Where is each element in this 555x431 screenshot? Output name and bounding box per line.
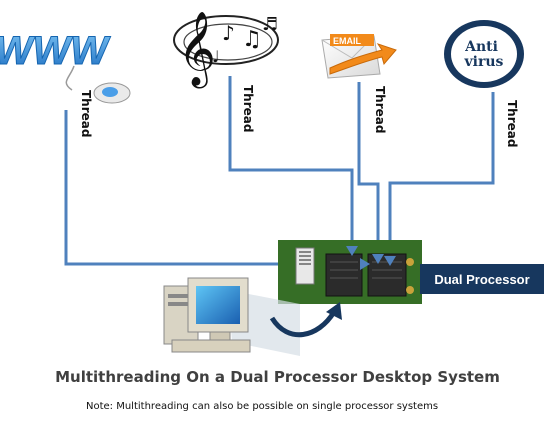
footnote: Note: Multithreading can also be possibl… <box>86 401 439 412</box>
thread-line-antivirus <box>388 92 495 258</box>
thread-label-antivirus: Thread <box>505 100 519 148</box>
thread-label-music: Thread <box>241 85 255 133</box>
www-logo-text: WWW <box>0 28 112 73</box>
curved-arrow <box>269 302 342 338</box>
thread-arrowheads <box>346 246 396 270</box>
music-notes-icon: 𝄞 ♪ ♫ ♬ ♩ <box>173 12 279 89</box>
thread-line-email <box>357 82 380 256</box>
antivirus-icon: Anti virus <box>444 20 524 88</box>
www-icon: WWW <box>0 28 131 104</box>
thread-line-www <box>64 110 370 266</box>
svg-text:♩: ♩ <box>212 47 220 66</box>
thread-label-email: Thread <box>373 86 387 134</box>
diagram-title: Multithreading On a Dual Processor Deskt… <box>55 368 500 386</box>
email-logo-text: EMAIL <box>333 36 362 46</box>
email-icon: EMAIL <box>321 34 397 79</box>
svg-text:♪: ♪ <box>222 21 235 45</box>
svg-text:♬: ♬ <box>262 14 278 35</box>
antivirus-logo-text: Anti virus <box>464 39 504 70</box>
thread-line-music <box>228 76 354 248</box>
thread-label-www: Thread <box>79 90 93 138</box>
desktop-computer-icon <box>163 277 300 356</box>
thread-lines <box>64 76 495 266</box>
svg-text:♫: ♫ <box>242 27 262 52</box>
svg-text:𝄞: 𝄞 <box>178 12 216 89</box>
cpu-chip-1 <box>325 253 363 297</box>
dual-processor-label: Dual Processor <box>420 264 544 294</box>
mouse-icon <box>65 65 131 104</box>
